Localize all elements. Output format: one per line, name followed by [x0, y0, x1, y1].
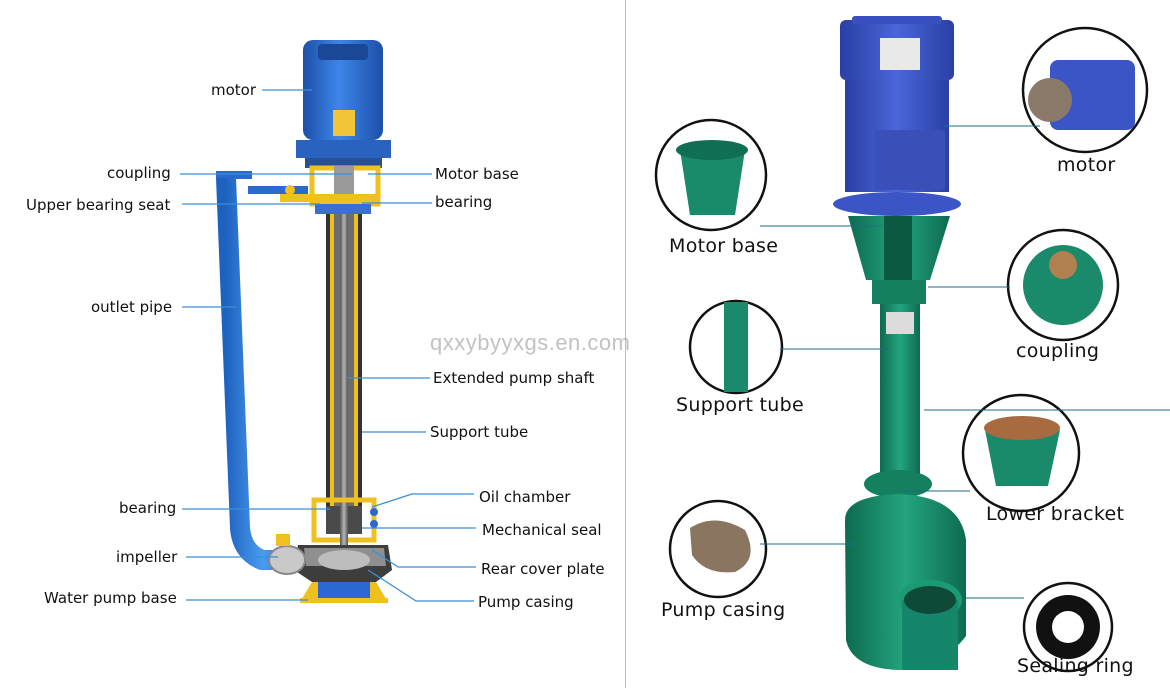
motor-illustration [296, 40, 391, 168]
photo-pump-casing [845, 494, 966, 670]
photo-motor [833, 16, 961, 216]
left-leader-lines [180, 89, 476, 602]
label-pump-casing: Pump casing [478, 593, 574, 611]
label-extended-pump-shaft: Extended pump shaft [433, 369, 595, 387]
photo-label-lower-bracket: Lower bracket [986, 503, 1125, 525]
photo-label-support-tube: Support tube [676, 394, 804, 416]
label-motor: motor [211, 81, 257, 99]
oil-chamber-illustration [311, 497, 378, 550]
photo-label-coupling: coupling [1016, 340, 1100, 362]
photo-label-motor-base: Motor base [669, 235, 779, 257]
photo-support-tube [864, 280, 932, 498]
support-tube-illustration [326, 214, 362, 514]
photo-label-pump-casing: Pump casing [661, 599, 786, 621]
water-pump-base-illustration [300, 582, 388, 603]
watermark-text: qxxybyyxgs.en.com [430, 330, 631, 355]
detail-circles [654, 26, 1149, 673]
label-coupling: coupling [107, 164, 171, 182]
label-oil-chamber: Oil chamber [479, 488, 571, 506]
label-mechanical-seal: Mechanical seal [482, 521, 602, 539]
label-water-pump-base: Water pump base [44, 589, 177, 607]
right-leader-lines [760, 125, 1170, 599]
label-motor-base: Motor base [435, 165, 519, 183]
panel-divider [625, 0, 626, 688]
label-outlet-pipe: outlet pipe [91, 298, 173, 316]
label-impeller: impeller [116, 548, 178, 566]
label-support-tube: Support tube [430, 423, 529, 441]
left-schematic [180, 40, 476, 603]
photo-label-motor: motor [1057, 154, 1116, 176]
right-photo-illustration [654, 16, 1170, 673]
photo-motor-base [848, 216, 950, 280]
label-rear-cover-plate: Rear cover plate [481, 560, 605, 578]
label-bearing-lower: bearing [119, 499, 177, 517]
label-upper-bearing-seat: Upper bearing seat [26, 196, 171, 214]
pump-casing-illustration [268, 534, 392, 582]
photo-label-sealing-ring: Sealing ring [1017, 655, 1134, 677]
outlet-pipe-illustration [216, 171, 308, 570]
label-bearing-upper: bearing [435, 193, 493, 211]
